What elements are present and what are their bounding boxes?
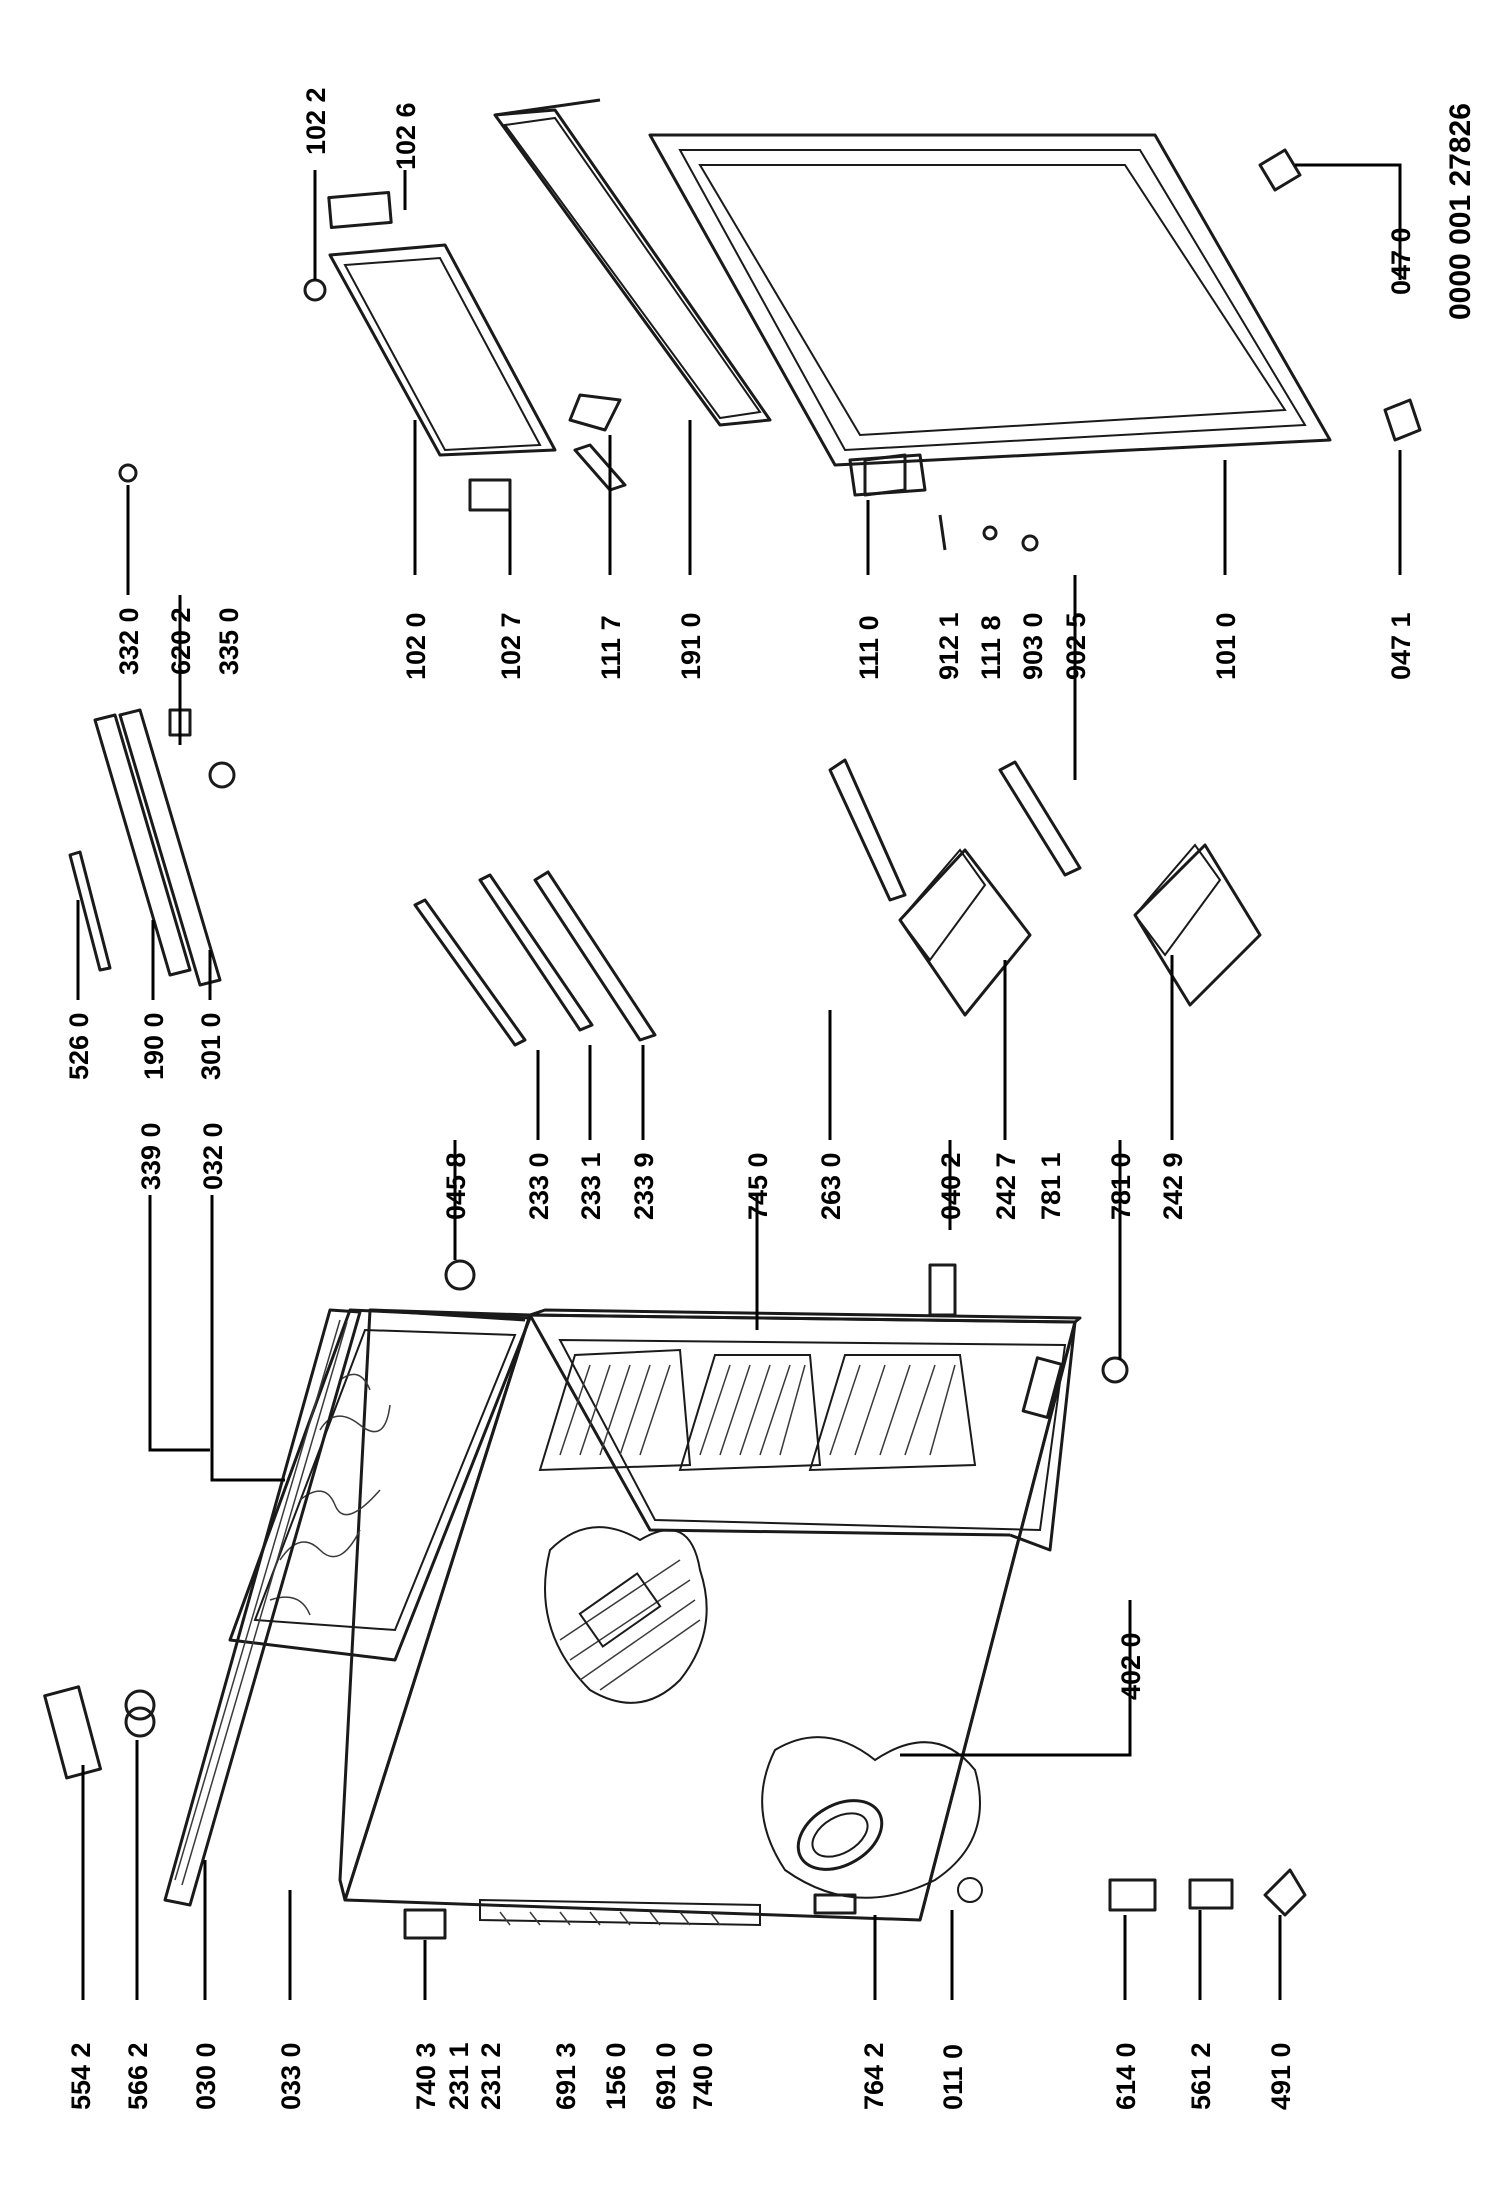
door-handle	[568, 393, 622, 432]
label-233-0: 233 0	[524, 1152, 554, 1220]
label-242-7: 242 7	[991, 1152, 1021, 1220]
label-033-0: 033 0	[276, 2042, 306, 2110]
label-332-0: 332 0	[114, 607, 144, 675]
label-011-0: 011 0	[938, 2044, 968, 2110]
label-566-2: 566 2	[123, 2042, 153, 2110]
label-045-8: 045 8	[441, 1152, 471, 1220]
label-620-2: 620 2	[166, 607, 196, 675]
door-small-parts	[938, 514, 1039, 552]
label-101-0: 101 0	[1211, 612, 1241, 680]
label-335-0: 335 0	[214, 607, 244, 675]
label-047-1: 047 1	[1386, 612, 1416, 680]
label-030-0: 030 0	[191, 2042, 221, 2110]
label-781-0: 781 0	[1106, 1152, 1136, 1220]
label-242-9: 242 9	[1158, 1152, 1188, 1220]
label-491-0: 491 0	[1266, 2042, 1296, 2110]
evaporator-cloud	[544, 1526, 708, 1704]
label-111-8: 111 8	[976, 615, 1006, 680]
label-764-2: 764 2	[859, 2042, 889, 2110]
label-263-0: 263 0	[816, 1152, 846, 1220]
label-032-0: 032 0	[198, 1122, 228, 1190]
label-912-1: 912 1	[934, 612, 964, 680]
label-047-0: 047 0	[1386, 227, 1416, 295]
label-191-0: 191 0	[676, 612, 706, 680]
door-gasket	[493, 98, 772, 427]
cabinet-body	[338, 1308, 1082, 1922]
label-561-2: 561 2	[1186, 2042, 1216, 2110]
label-691-0: 691 0	[651, 2042, 681, 2110]
label-102-7: 102 7	[496, 612, 526, 680]
label-102-0: 102 0	[401, 612, 431, 680]
label-040-2: 040 2	[936, 1152, 966, 1220]
label-614-0: 614 0	[1111, 2042, 1141, 2110]
freezer-flap	[303, 190, 557, 512]
document-number: 0000 001 27826	[1444, 103, 1477, 320]
leader-lines	[76, 163, 1402, 2000]
control-strip	[68, 463, 236, 987]
label-156-0: 156 0	[601, 2042, 631, 2110]
label-231-1: 231 1	[444, 2042, 474, 2110]
label-190-0: 190 0	[139, 1012, 169, 1080]
label-902-5: 902 5	[1061, 612, 1091, 680]
label-301-0: 301 0	[196, 1012, 226, 1080]
label-402-0: 402 0	[1116, 1632, 1146, 1700]
label-233-1: 233 1	[576, 1152, 606, 1220]
wire-shelves	[538, 1348, 977, 1472]
rear-condenser	[479, 1898, 761, 1927]
label-102-2: 102 2	[301, 87, 331, 155]
label-740-3: 740 3	[411, 2042, 441, 2110]
label-111-7: 111 7	[596, 615, 626, 680]
small-parts-left	[43, 1259, 1307, 1940]
door	[573, 133, 1332, 497]
top-panel	[163, 1308, 532, 1907]
door-bin	[848, 453, 927, 497]
label-231-2: 231 2	[476, 2042, 506, 2110]
label-740-0: 740 0	[688, 2042, 718, 2110]
label-111-0: 111 0	[854, 615, 884, 680]
label-745-0: 745 0	[743, 1152, 773, 1220]
part-labels: 554 2 566 2 030 0 033 0 740 3 231 1 231 …	[64, 87, 1477, 2110]
label-233-9: 233 9	[629, 1152, 659, 1220]
compressor-cloud	[761, 1736, 981, 1899]
label-691-3: 691 3	[551, 2042, 581, 2110]
label-526-0: 526 0	[64, 1012, 94, 1080]
label-339-0: 339 0	[136, 1122, 166, 1190]
label-781-1: 781 1	[1036, 1152, 1066, 1220]
label-554-2: 554 2	[66, 2042, 96, 2110]
label-102-6: 102 6	[391, 102, 421, 170]
door-racks	[413, 870, 657, 1047]
crisper-drawers	[828, 758, 1262, 1017]
label-903-0: 903 0	[1018, 612, 1048, 680]
feet	[1258, 148, 1422, 442]
